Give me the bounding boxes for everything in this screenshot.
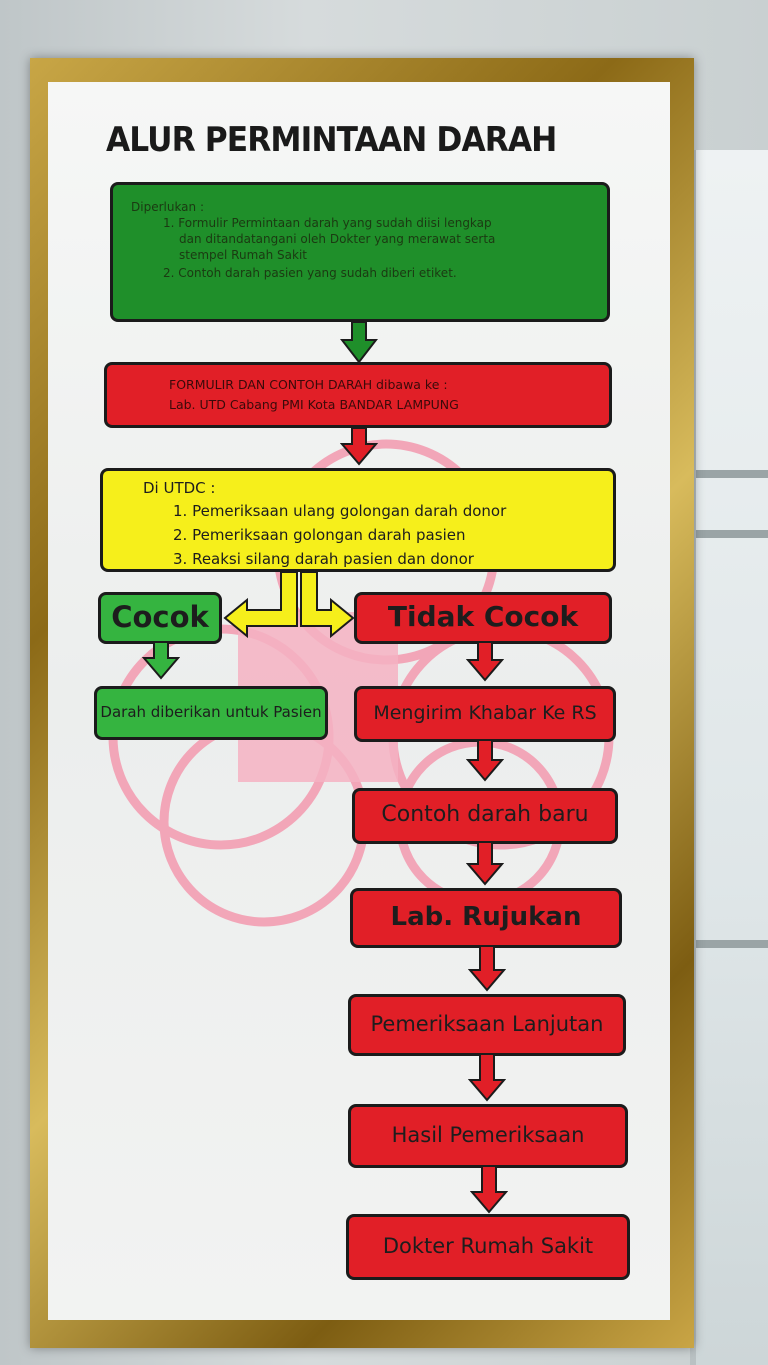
window [690,150,768,1365]
arrow-down [468,1054,506,1102]
utdc-item: 3. Reaksi silang darah pasien dan donor [173,550,474,568]
arrow-down [340,428,378,466]
sign-board: ALUR PERMINTAAN DARAH Diperlukan : 1. Fo… [48,82,670,1320]
split-arrows [223,571,355,639]
arrow-down [468,946,506,992]
arrow-down [340,322,378,364]
utdc-item: 2. Pemeriksaan golongan darah pasien [173,526,466,544]
arrow-down [142,642,180,680]
cocok-box: Cocok [98,592,222,644]
window-bar [696,470,768,478]
step-box: Lab. Rujukan [350,888,622,948]
tidak-cocok-box: Tidak Cocok [354,592,612,644]
arrow-down [466,642,504,682]
match-result-box: Darah diberikan untuk Pasien [94,686,328,740]
utdc-item: 1. Pemeriksaan ulang golongan darah dono… [173,502,507,520]
requirement-line: stempel Rumah Sakit [179,248,308,262]
requirement-line: 1. Formulir Permintaan darah yang sudah … [163,216,492,230]
requirements-box: Diperlukan : 1. Formulir Permintaan dara… [110,182,610,322]
delivery-box: FORMULIR DAN CONTOH DARAH dibawa ke : La… [104,362,612,428]
delivery-line: Lab. UTD Cabang PMI Kota BANDAR LAMPUNG [169,397,459,412]
arrow-down [466,842,504,886]
requirement-line: 2. Contoh darah pasien yang sudah diberi… [163,266,457,280]
step-box: Dokter Rumah Sakit [346,1214,630,1280]
page-title: ALUR PERMINTAAN DARAH [106,120,557,160]
utdc-box: Di UTDC : 1. Pemeriksaan ulang golongan … [100,468,616,572]
utdc-heading: Di UTDC : [143,479,216,497]
step-box: Pemeriksaan Lanjutan [348,994,626,1056]
arrow-down [466,740,504,782]
window-bar [696,530,768,538]
delivery-line: FORMULIR DAN CONTOH DARAH dibawa ke : [169,377,448,392]
window-bar [696,940,768,948]
step-box: Mengirim Khabar Ke RS [354,686,616,742]
step-box: Hasil Pemeriksaan [348,1104,628,1168]
requirements-heading: Diperlukan : [131,200,205,214]
requirement-line: dan ditandatangani oleh Dokter yang mera… [179,232,496,246]
arrow-down [470,1166,508,1214]
step-box: Contoh darah baru [352,788,618,844]
